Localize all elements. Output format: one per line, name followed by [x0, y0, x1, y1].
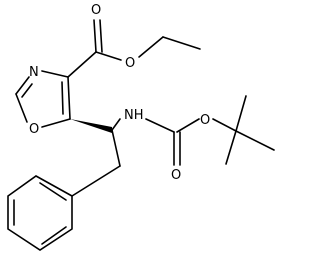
molecule-diagram: N O O O NH O O — [7, 3, 275, 251]
bond-stereo-nh — [111, 118, 121, 131]
bond-c2-o1 — [15, 93, 28, 123]
phenyl-double-1 — [39, 182, 67, 201]
atom-n-ring: N — [29, 65, 39, 80]
bond-tbutyl-me1 — [235, 95, 247, 132]
bond-tbutyl-me2 — [235, 130, 275, 151]
bond-n3-c2-double — [21, 83, 33, 98]
bond-oboc-tbutyl — [212, 118, 237, 132]
bond-ch2-ch3 — [162, 36, 201, 50]
atom-o-ring: O — [29, 122, 39, 137]
bond-carboxyl-oester — [95, 51, 122, 61]
structure-svg: N O O O NH O O — [7, 3, 275, 251]
atom-o-carbonyl-boc: O — [171, 168, 181, 183]
bond-c4-carboxyl — [67, 51, 97, 78]
atom-nh: NH — [124, 108, 144, 123]
bond-c4-n3 — [41, 70, 69, 78]
bond-ch2-ipso — [71, 165, 121, 197]
atom-o-ester: O — [125, 56, 135, 71]
bond-n3-c2 — [15, 76, 30, 95]
bond-carbamate-oboc — [176, 118, 200, 133]
bond-stereo-ch2 — [111, 129, 121, 167]
bond-carbonyl — [93, 19, 97, 53]
bond-c4-c5-double — [61, 81, 64, 115]
bond-carbonyl-double — [99, 19, 103, 53]
phenyl-ring — [7, 175, 73, 251]
bond-c4-c5 — [67, 76, 71, 120]
bond-nh-carbamate — [145, 118, 175, 133]
bond-tbutyl-me3 — [225, 130, 237, 165]
phenyl-double-3 — [41, 226, 67, 245]
atom-o-boc: O — [200, 113, 210, 128]
wedge-bond — [70, 119, 112, 133]
atom-o-carbonyl-ester: O — [91, 3, 101, 18]
bond-oester-ch2 — [138, 36, 164, 58]
bond-o1-c5 — [41, 118, 71, 128]
